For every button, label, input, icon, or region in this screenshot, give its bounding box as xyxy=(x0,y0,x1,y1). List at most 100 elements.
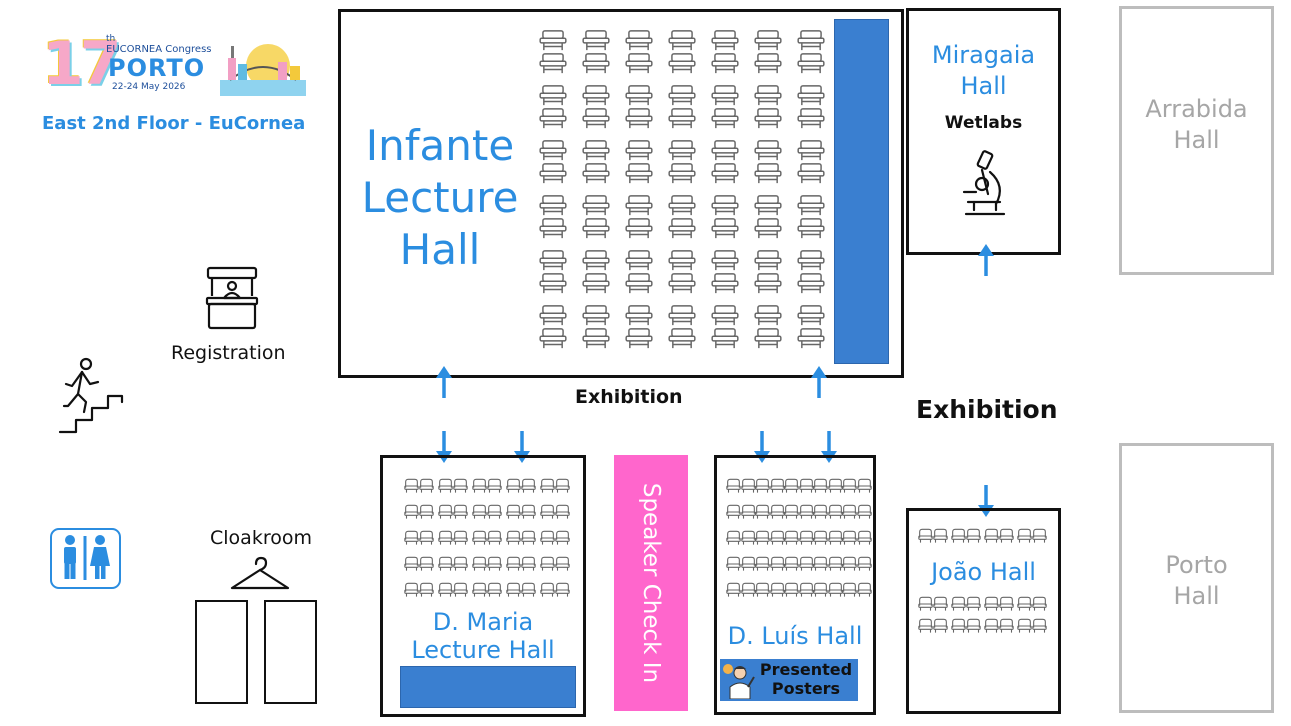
chair-icon xyxy=(624,328,654,350)
chair-icon xyxy=(472,582,502,598)
logo-org: EUCORNEA Congress xyxy=(106,44,212,55)
chair-icon xyxy=(796,30,826,52)
registration-label: Registration xyxy=(171,342,286,364)
chair-icon xyxy=(624,85,654,107)
chair-icon xyxy=(404,556,434,572)
chair-icon xyxy=(581,273,611,295)
chair-icon xyxy=(753,218,783,240)
chair-icon xyxy=(918,528,948,544)
chair-icon xyxy=(755,478,785,494)
chair-icon xyxy=(667,163,697,185)
chair-icon xyxy=(710,195,740,217)
chair-icon xyxy=(438,478,468,494)
porto-hall[interactable] xyxy=(1119,443,1274,713)
chair-icon xyxy=(538,273,568,295)
chair-icon xyxy=(438,556,468,572)
chair-icon xyxy=(796,305,826,327)
chair-icon xyxy=(624,163,654,185)
d-luis-hall[interactable] xyxy=(714,455,876,715)
chair-icon xyxy=(581,195,611,217)
chair-icon xyxy=(667,273,697,295)
chair-icon xyxy=(540,556,570,572)
chair-icon xyxy=(404,530,434,546)
d-maria-stage xyxy=(400,666,576,708)
chair-icon xyxy=(472,530,502,546)
chair-icon xyxy=(624,250,654,272)
chair-icon xyxy=(538,53,568,75)
chair-icon xyxy=(581,30,611,52)
chair-icon xyxy=(538,195,568,217)
logo-superscript: th xyxy=(106,34,116,44)
chair-icon xyxy=(667,85,697,107)
infante-seating xyxy=(538,30,828,360)
logo-city: PORTO xyxy=(108,54,206,82)
chair-icon xyxy=(540,478,570,494)
chair-icon xyxy=(951,618,981,634)
arrow-up-icon xyxy=(809,365,829,399)
chair-icon xyxy=(624,195,654,217)
joao-hall-name: João Hall xyxy=(931,558,1036,586)
chair-icon xyxy=(624,273,654,295)
chair-icon xyxy=(755,530,785,546)
chair-icon xyxy=(726,556,756,572)
arrabida-hall[interactable] xyxy=(1119,6,1274,275)
chair-icon xyxy=(726,504,756,520)
chair-icon xyxy=(538,140,568,162)
cloakroom-locker-right xyxy=(264,600,317,704)
chair-icon xyxy=(667,250,697,272)
chair-icon xyxy=(796,218,826,240)
chair-icon xyxy=(538,108,568,130)
chair-icon xyxy=(624,218,654,240)
chair-icon xyxy=(784,478,814,494)
chair-icon xyxy=(755,556,785,572)
chair-icon xyxy=(753,305,783,327)
chair-icon xyxy=(753,163,783,185)
chair-icon xyxy=(581,218,611,240)
chair-icon xyxy=(581,250,611,272)
chair-icon xyxy=(538,218,568,240)
arrow-up-icon xyxy=(976,243,996,277)
exhibition-label-large: Exhibition xyxy=(916,395,1058,424)
stairs-icon[interactable] xyxy=(58,356,126,434)
chair-icon xyxy=(796,140,826,162)
chair-icon xyxy=(726,582,756,598)
chair-icon xyxy=(472,556,502,572)
chair-icon xyxy=(813,478,843,494)
chair-icon xyxy=(753,273,783,295)
arrow-up-icon xyxy=(434,365,454,399)
arrabida-hall-name: Arrabida Hall xyxy=(1145,95,1248,154)
chair-icon xyxy=(710,218,740,240)
joao-hall[interactable] xyxy=(906,508,1061,714)
chair-icon xyxy=(667,30,697,52)
restroom-icon[interactable] xyxy=(50,528,121,589)
chair-icon xyxy=(624,30,654,52)
d-maria-lecture-hall[interactable] xyxy=(380,455,586,717)
cloakroom-label: Cloakroom xyxy=(210,527,312,549)
chair-icon xyxy=(581,328,611,350)
speaker-check-in[interactable]: Speaker Check In xyxy=(614,455,688,711)
infante-lecture-hall[interactable] xyxy=(338,9,904,378)
microscope-icon xyxy=(962,150,1006,216)
chair-icon xyxy=(538,163,568,185)
chair-icon xyxy=(1017,528,1047,544)
chair-icon xyxy=(753,30,783,52)
chair-icon xyxy=(540,582,570,598)
chair-icon xyxy=(796,328,826,350)
chair-icon xyxy=(813,504,843,520)
chair-icon xyxy=(710,30,740,52)
miragaia-hall-name: Miragaia Hall xyxy=(931,41,1036,100)
chair-icon xyxy=(438,504,468,520)
chair-icon xyxy=(710,305,740,327)
registration-desk-icon xyxy=(205,266,259,330)
chair-icon xyxy=(581,140,611,162)
chair-icon xyxy=(796,53,826,75)
chair-icon xyxy=(796,108,826,130)
chair-icon xyxy=(404,478,434,494)
chair-icon xyxy=(755,582,785,598)
chair-icon xyxy=(538,250,568,272)
presented-posters-badge[interactable]: Presented Posters xyxy=(720,659,858,701)
chair-icon xyxy=(581,108,611,130)
joao-seating-top xyxy=(918,528,1050,550)
chair-icon xyxy=(667,140,697,162)
porto-hall-name: Porto Hall xyxy=(1165,551,1228,610)
